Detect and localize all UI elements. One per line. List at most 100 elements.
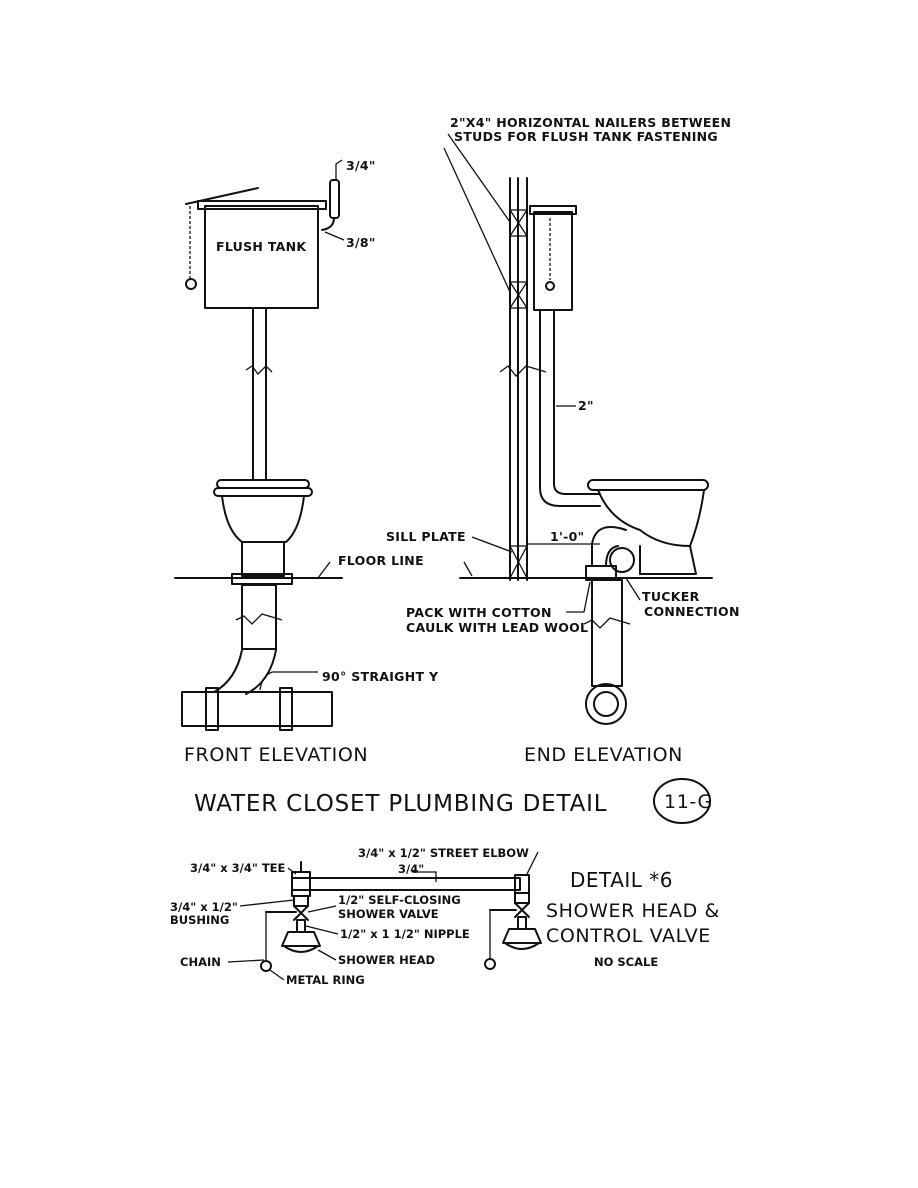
horizontal-drain (181, 691, 333, 727)
detail-6-subtitle-2: CONTROL VALVE (546, 925, 711, 947)
nailer-1 (509, 209, 528, 237)
tucker-label: TUCKER (642, 589, 700, 604)
three-quarter-label: 3/4" (346, 158, 376, 173)
seat-top (216, 479, 310, 489)
shower-head-right (502, 928, 542, 944)
trap-inner (605, 545, 619, 567)
leader-floor-line (317, 561, 331, 579)
leader-elbow (525, 851, 539, 877)
drain-inner (593, 691, 619, 717)
ring-left (260, 960, 272, 972)
sill-x2 (509, 545, 528, 579)
trap-outer (591, 526, 627, 567)
leader-three-eighths (324, 231, 345, 241)
trap-bend (609, 547, 635, 573)
bushing-label: 3/4" x 1/2" (170, 900, 238, 914)
tucker-label-2: CONNECTION (644, 604, 740, 619)
three-eighths-label: 3/8" (346, 235, 376, 250)
leader-straight-y (259, 671, 318, 691)
bowl-side-base (639, 545, 697, 575)
ring-right (484, 958, 496, 970)
seat-side (587, 479, 709, 491)
straight-y-label: 90° STRAIGHT Y (322, 669, 439, 684)
leader-pipe-size (412, 871, 437, 882)
tee-fitting (291, 871, 311, 897)
leader-valve (307, 905, 337, 913)
shower-face-right (504, 942, 540, 950)
bushing-label-2: BUSHING (170, 913, 229, 927)
sill-plate-label: SILL PLATE (386, 529, 466, 544)
flush-pipe-side-a (539, 309, 601, 507)
supply-valve (329, 179, 340, 219)
soil-stack (591, 579, 623, 687)
stack-break (583, 617, 631, 629)
shower-head-left (281, 931, 321, 947)
leader-bushing (239, 899, 295, 907)
flush-tank (204, 205, 319, 309)
nipple-label: 1/2" x 1 1/2" NIPPLE (340, 927, 470, 941)
shower-head-label: SHOWER HEAD (338, 953, 435, 967)
leader-pack (566, 581, 591, 613)
nipple-right (517, 916, 527, 930)
supply-header (291, 877, 521, 891)
main-title: WATER CLOSET PLUMBING DETAIL (194, 791, 607, 817)
tank-lid (197, 200, 327, 210)
leader-chain (227, 959, 265, 963)
tank-side-lid (529, 205, 577, 215)
pipe-size-label: 3/4" (398, 862, 424, 876)
bushing-left (293, 895, 309, 907)
flush-pipe-side-b (553, 309, 601, 495)
shower-face-left (283, 945, 319, 953)
nailers-label-2: STUDS FOR FLUSH TANK FASTENING (454, 129, 718, 144)
leader-tucker (625, 577, 641, 601)
leader-sill (471, 536, 513, 553)
hub-right (279, 687, 293, 731)
no-scale-label: NO SCALE (594, 955, 658, 969)
bowl-side (597, 489, 705, 547)
end-elevation (443, 133, 713, 725)
valve-right (514, 902, 530, 918)
leader-nailer-2 (443, 147, 511, 293)
bushing-right (514, 892, 530, 904)
detail-6-drawing (227, 851, 542, 981)
bowl (221, 495, 305, 543)
leader-tee (287, 867, 297, 875)
metal-ring-label: METAL RING (286, 973, 365, 987)
tee-label: 3/4" x 3/4" TEE (190, 861, 286, 875)
wall-break (499, 365, 547, 377)
one-foot-label: 1'-0" (550, 529, 584, 544)
nailer-2-x2 (509, 281, 528, 309)
drain-outer (585, 683, 627, 725)
leader-shower-head (317, 949, 337, 961)
pipe-break (245, 365, 273, 375)
leader-ring (269, 969, 285, 981)
caulk-label: CAULK WITH LEAD WOOL (406, 620, 588, 635)
leader-nipple (305, 925, 339, 935)
valve-left (293, 905, 309, 921)
end-elevation-label: END ELEVATION (524, 744, 683, 766)
valve-label: 1/2" SELF-CLOSING (338, 893, 461, 907)
soil-break (235, 613, 283, 625)
pack-cotton-label: PACK WITH COTTON (406, 605, 552, 620)
front-elevation-label: FRONT ELEVATION (184, 744, 368, 766)
pull-ring (185, 278, 197, 290)
leader-floor-end (463, 561, 473, 577)
chain-label: CHAIN (180, 955, 221, 969)
detail-ref-circle (653, 778, 711, 824)
seat-ring (213, 487, 313, 497)
detail-6-subtitle: SHOWER HEAD & (546, 900, 720, 922)
nipple-left (296, 919, 306, 933)
leader-nailer-1 (447, 133, 511, 223)
leader-three-quarter (335, 159, 343, 180)
flush-lever (185, 187, 259, 205)
detail-ref: 11-G (664, 791, 713, 813)
tank-side (533, 211, 573, 311)
nailer-1-x2 (509, 209, 528, 237)
y-curve-left (213, 649, 243, 693)
tank-side-ring (545, 281, 555, 291)
nailers-label: 2"X4" HORIZONTAL NAILERS BETWEEN (450, 115, 731, 130)
hub-left (205, 687, 219, 731)
flush-tank-label: FLUSH TANK (216, 239, 307, 254)
